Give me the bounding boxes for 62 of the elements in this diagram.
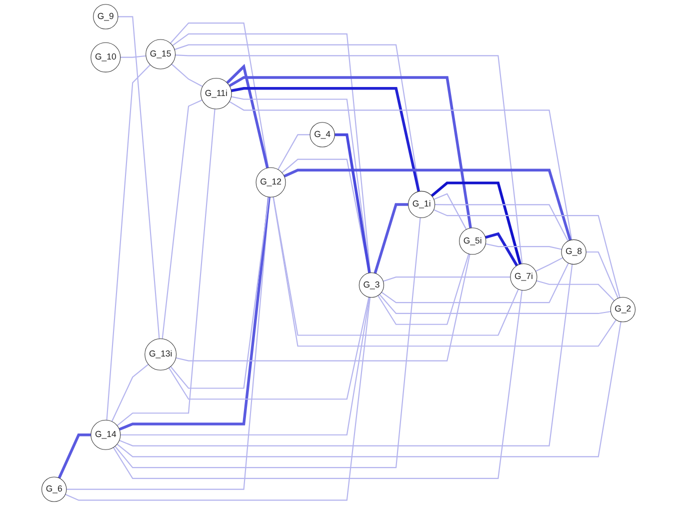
connector — [379, 294, 611, 314]
connector — [278, 134, 310, 170]
connector — [118, 16, 160, 339]
connector — [374, 203, 408, 274]
connector — [65, 297, 371, 501]
connector — [175, 54, 523, 264]
connector — [434, 204, 569, 242]
connector — [486, 243, 562, 250]
node-circle: G_4 — [310, 122, 335, 148]
connector — [170, 196, 270, 389]
connector — [116, 322, 622, 458]
connector — [120, 297, 370, 436]
node-circle: G_13i — [144, 338, 177, 370]
connector — [172, 33, 371, 273]
connector — [383, 276, 510, 282]
connector — [120, 55, 146, 58]
node-circle: G_5i — [459, 228, 486, 255]
connector — [434, 193, 467, 230]
connector — [111, 364, 149, 422]
connector — [485, 232, 518, 266]
connector — [231, 96, 370, 273]
connector — [231, 87, 420, 192]
connector — [434, 209, 620, 298]
connector — [430, 182, 522, 265]
node-circle: G_2 — [610, 296, 636, 322]
connector — [334, 133, 371, 274]
connector — [381, 262, 569, 304]
connector — [226, 64, 269, 168]
connector — [66, 196, 270, 490]
node-circle: G_3 — [358, 272, 384, 298]
connector — [118, 196, 270, 431]
connector — [168, 297, 370, 400]
node-circle: G_11i — [200, 78, 232, 110]
connector — [586, 251, 619, 298]
node-circle: G_6 — [42, 476, 67, 502]
connector — [536, 280, 615, 302]
connector — [119, 264, 573, 446]
node-circle: G_12 — [256, 167, 286, 198]
connector — [116, 108, 216, 426]
node-circle: G_1i — [408, 190, 436, 218]
connector — [162, 100, 202, 339]
node-circle: G_9 — [93, 4, 118, 30]
connector — [378, 254, 470, 325]
connector — [112, 290, 523, 479]
connector — [229, 101, 572, 240]
connector — [272, 196, 616, 347]
connector — [171, 64, 203, 87]
node-circle: G_8 — [561, 239, 586, 265]
connector — [114, 218, 421, 468]
connector — [228, 76, 472, 228]
connector — [174, 44, 420, 192]
node-circle: G_10 — [90, 42, 121, 72]
connector — [272, 196, 519, 336]
connector — [535, 257, 564, 272]
node-circle: G_7i — [510, 264, 538, 291]
connector — [58, 434, 91, 479]
node-circle: G_15 — [146, 39, 176, 70]
node-circle: G_14 — [90, 420, 121, 450]
connector — [284, 168, 572, 241]
connector — [106, 64, 151, 420]
connector — [170, 22, 269, 168]
connector — [176, 254, 470, 362]
